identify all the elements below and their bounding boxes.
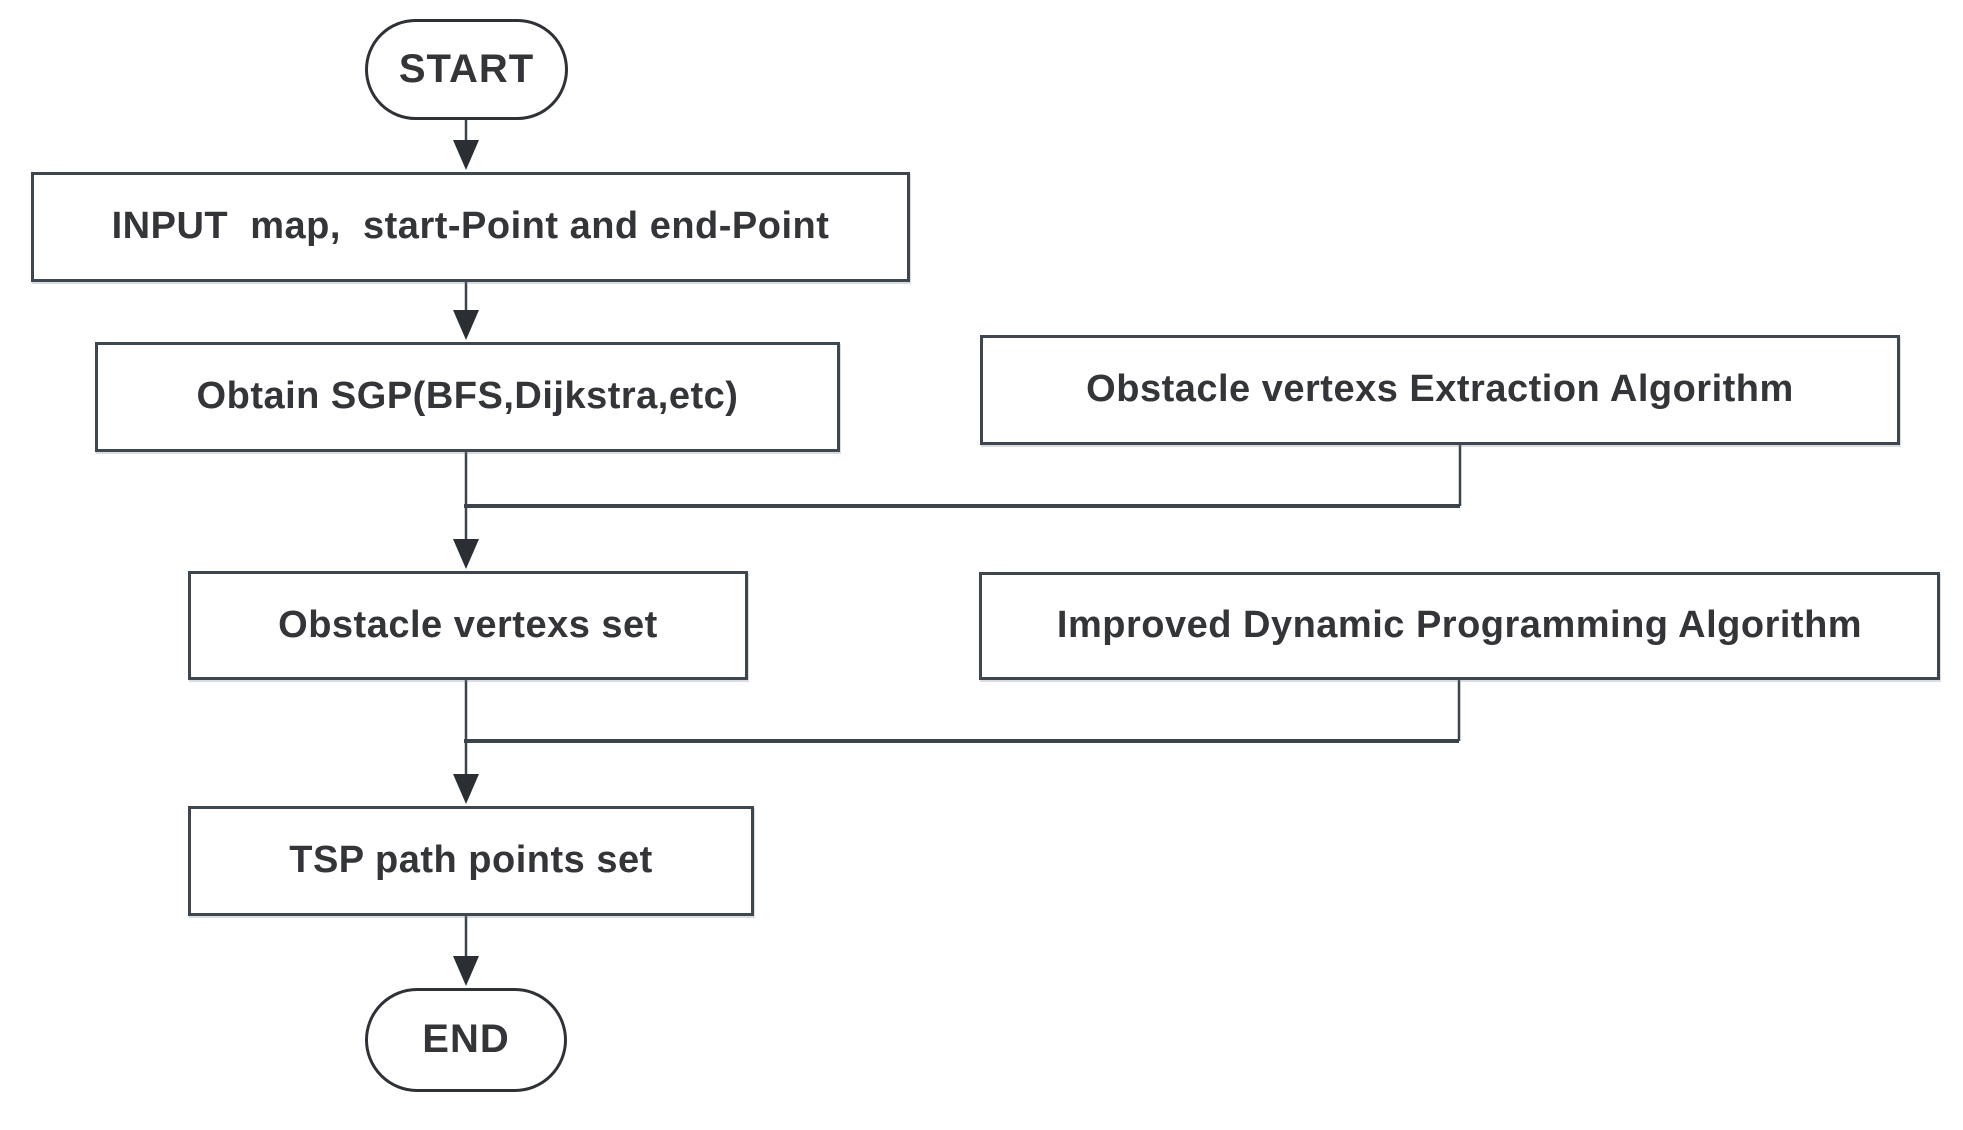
node-tsp-path-points-set: TSP path points set — [188, 806, 754, 916]
edge-input-obtain-sgp — [453, 282, 479, 340]
node-input-map-label: INPUT map, start-Point and end-Point — [111, 205, 830, 247]
node-end-label: END — [422, 1017, 510, 1061]
edge-merge-obtain-extraction-to-obstacle-set — [453, 445, 1462, 569]
node-obstacle-vertexs-set: Obstacle vertexs set — [188, 571, 748, 680]
edge-start-input — [453, 120, 479, 170]
node-obstacle-vertexs-extraction-label: Obstacle vertexs Extraction Algorithm — [1086, 368, 1794, 410]
node-obtain-sgp: Obtain SGP(BFS,Dijkstra,etc) — [95, 342, 840, 452]
node-input-map: INPUT map, start-Point and end-Point — [31, 172, 910, 282]
node-obstacle-vertexs-extraction: Obstacle vertexs Extraction Algorithm — [980, 335, 1900, 445]
arrowhead-icon — [453, 310, 479, 340]
node-obstacle-vertexs-set-label: Obstacle vertexs set — [278, 603, 658, 646]
node-obtain-sgp-label: Obtain SGP(BFS,Dijkstra,etc) — [196, 375, 739, 417]
node-start: START — [365, 19, 568, 120]
node-end: END — [365, 988, 567, 1092]
node-improved-dynamic-programming-label: Improved Dynamic Programming Algorithm — [1056, 604, 1863, 646]
node-start-label: START — [398, 46, 535, 91]
node-tsp-path-points-set-label: TSP path points set — [289, 839, 653, 881]
arrowhead-icon — [453, 956, 479, 986]
arrowhead-icon — [453, 774, 479, 804]
arrowhead-icon — [453, 140, 479, 170]
arrowhead-icon — [453, 539, 479, 569]
edge-merge-obstacle-improved-to-tsp — [453, 680, 1461, 804]
node-improved-dynamic-programming: Improved Dynamic Programming Algorithm — [979, 572, 1940, 680]
edge-tsp-end — [453, 916, 479, 986]
